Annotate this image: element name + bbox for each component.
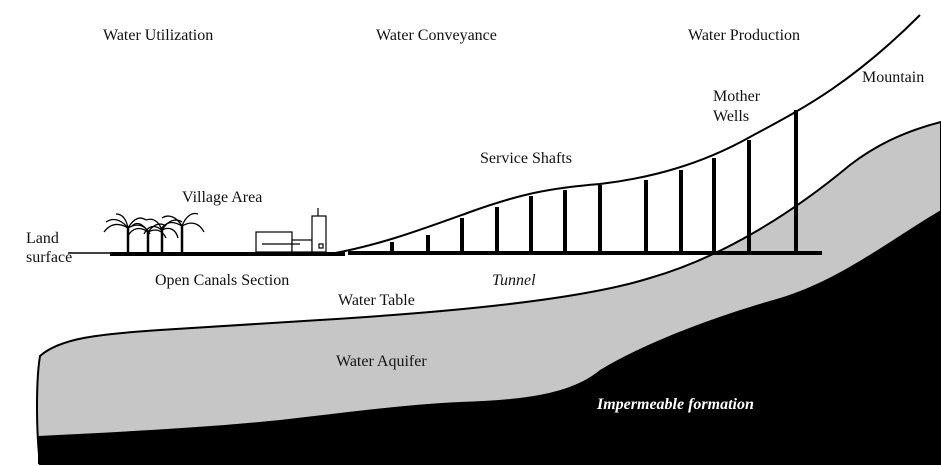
- label-tunnel: Tunnel: [492, 272, 536, 289]
- impermeable-formation-layer: [38, 210, 941, 464]
- label-land-line1: Land: [26, 230, 59, 247]
- palm-trees: [103, 212, 205, 252]
- village-buildings: [255, 208, 327, 253]
- label-water-utilization: Water Utilization: [103, 27, 214, 44]
- label-water-aquifer: Water Aquifer: [336, 353, 427, 370]
- ground-surface-curve: [329, 14, 921, 255]
- label-mountain: Mountain: [862, 69, 925, 86]
- label-land-line2: surface: [26, 249, 73, 266]
- label-water-production: Water Production: [688, 27, 801, 44]
- label-impermeable-formation: Impermeable formation: [597, 396, 754, 413]
- label-mother-wells-line1: Mother: [713, 88, 761, 105]
- label-mother-wells-line2: Wells: [713, 108, 750, 125]
- label-open-canals: Open Canals Section: [155, 272, 290, 289]
- label-service-shafts: Service Shafts: [480, 150, 572, 167]
- label-water-table: Water Table: [338, 292, 415, 309]
- label-village-area: Village Area: [182, 189, 263, 206]
- label-water-conveyance: Water Conveyance: [376, 27, 497, 44]
